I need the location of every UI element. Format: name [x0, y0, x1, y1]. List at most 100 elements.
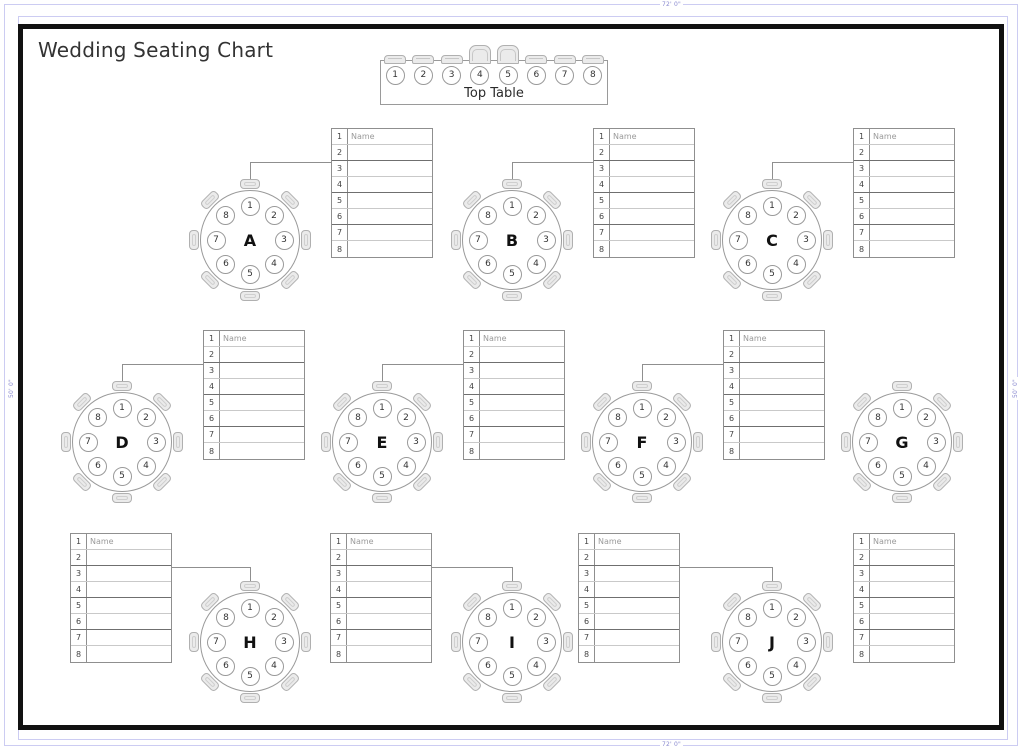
- name-list-guest-field[interactable]: Name: [90, 537, 114, 546]
- name-list-guest-field[interactable]: [595, 566, 679, 581]
- name-list-guest-field[interactable]: [610, 193, 694, 208]
- name-list-guest-field[interactable]: [870, 630, 954, 645]
- name-list-guest-field[interactable]: [870, 177, 954, 192]
- name-list-guest-field[interactable]: [480, 443, 564, 459]
- name-list-guest-field[interactable]: [480, 395, 564, 410]
- name-list-guest-field[interactable]: [870, 161, 954, 176]
- table-g-seat-7[interactable]: 7: [858, 432, 878, 452]
- name-list-guest-field[interactable]: [87, 630, 171, 645]
- name-list-guest-field[interactable]: [348, 145, 432, 160]
- table-h-seat-3[interactable]: 3: [274, 632, 294, 652]
- table-g-seat-3[interactable]: 3: [926, 432, 946, 452]
- name-list-guest-field[interactable]: [870, 598, 954, 613]
- table-c-seat-3[interactable]: 3: [796, 230, 816, 250]
- name-list-guest-field[interactable]: [870, 193, 954, 208]
- table-c-seat-6[interactable]: 6: [738, 254, 758, 274]
- name-list-guest-field[interactable]: [740, 395, 824, 410]
- table-i-seat-3[interactable]: 3: [536, 632, 556, 652]
- name-list-guest-field[interactable]: [87, 550, 171, 565]
- table-h-seat-6[interactable]: 6: [216, 656, 236, 676]
- name-list-guest-field[interactable]: [870, 225, 954, 240]
- table-b-seat-8[interactable]: 8: [478, 206, 498, 226]
- table-j-seat-6[interactable]: 6: [738, 656, 758, 676]
- top-table-seat-2[interactable]: 2: [413, 65, 433, 85]
- table-a-seat-3[interactable]: 3: [274, 230, 294, 250]
- table-d-seat-7[interactable]: 7: [78, 432, 98, 452]
- name-list-guest-field[interactable]: [870, 209, 954, 224]
- name-list-guest-field[interactable]: [870, 646, 954, 662]
- table-a-seat-4[interactable]: 4: [264, 254, 284, 274]
- name-list-guest-field[interactable]: [595, 646, 679, 662]
- table-f-seat-7[interactable]: 7: [598, 432, 618, 452]
- name-list-guest-field[interactable]: [347, 630, 431, 645]
- name-list-guest-field[interactable]: [87, 582, 171, 597]
- name-list-guest-field[interactable]: [87, 598, 171, 613]
- name-list-guest-field[interactable]: [220, 427, 304, 442]
- table-g-seat-8[interactable]: 8: [868, 408, 888, 428]
- table-g-seat-4[interactable]: 4: [916, 456, 936, 476]
- name-list-guest-field[interactable]: [870, 614, 954, 629]
- name-list-guest-field[interactable]: [348, 161, 432, 176]
- table-j-seat-8[interactable]: 8: [738, 608, 758, 628]
- name-list-guest-field[interactable]: [87, 646, 171, 662]
- table-d-seat-8[interactable]: 8: [88, 408, 108, 428]
- table-d-seat-6[interactable]: 6: [88, 456, 108, 476]
- table-d-seat-5[interactable]: 5: [112, 466, 132, 486]
- name-list-guest-field[interactable]: Name: [483, 334, 507, 343]
- table-b-seat-2[interactable]: 2: [526, 206, 546, 226]
- table-g-seat-2[interactable]: 2: [916, 408, 936, 428]
- table-h-seat-8[interactable]: 8: [216, 608, 236, 628]
- table-c-seat-8[interactable]: 8: [738, 206, 758, 226]
- name-list-guest-field[interactable]: [87, 566, 171, 581]
- table-e-seat-1[interactable]: 1: [372, 398, 392, 418]
- table-c-seat-5[interactable]: 5: [762, 264, 782, 284]
- table-g-seat-6[interactable]: 6: [868, 456, 888, 476]
- name-list-guest-field[interactable]: [220, 411, 304, 426]
- table-f-seat-5[interactable]: 5: [632, 466, 652, 486]
- name-list-guest-field[interactable]: [347, 598, 431, 613]
- table-j-seat-1[interactable]: 1: [762, 598, 782, 618]
- table-b-seat-7[interactable]: 7: [468, 230, 488, 250]
- name-list-guest-field[interactable]: [610, 145, 694, 160]
- name-list-guest-field[interactable]: [740, 443, 824, 459]
- table-j-seat-2[interactable]: 2: [786, 608, 806, 628]
- name-list-guest-field[interactable]: [480, 363, 564, 378]
- name-list-guest-field[interactable]: [220, 395, 304, 410]
- table-a-seat-7[interactable]: 7: [206, 230, 226, 250]
- table-i-seat-6[interactable]: 6: [478, 656, 498, 676]
- table-h-seat-5[interactable]: 5: [240, 666, 260, 686]
- table-f-seat-8[interactable]: 8: [608, 408, 628, 428]
- table-a-seat-8[interactable]: 8: [216, 206, 236, 226]
- name-list-guest-field[interactable]: [348, 225, 432, 240]
- top-table-seat-6[interactable]: 6: [526, 65, 546, 85]
- table-d-seat-4[interactable]: 4: [136, 456, 156, 476]
- name-list-guest-field[interactable]: [348, 177, 432, 192]
- table-i-seat-1[interactable]: 1: [502, 598, 522, 618]
- table-i-seat-2[interactable]: 2: [526, 608, 546, 628]
- name-list-guest-field[interactable]: [595, 598, 679, 613]
- name-list-guest-field[interactable]: [480, 347, 564, 362]
- table-e-seat-3[interactable]: 3: [406, 432, 426, 452]
- top-table-seat-1[interactable]: 1: [385, 65, 405, 85]
- table-e-seat-8[interactable]: 8: [348, 408, 368, 428]
- top-table-seat-3[interactable]: 3: [442, 65, 462, 85]
- table-i-seat-4[interactable]: 4: [526, 656, 546, 676]
- table-b-seat-4[interactable]: 4: [526, 254, 546, 274]
- name-list-guest-field[interactable]: [220, 443, 304, 459]
- name-list-guest-field[interactable]: Name: [613, 132, 637, 141]
- table-a-seat-6[interactable]: 6: [216, 254, 236, 274]
- table-d-seat-2[interactable]: 2: [136, 408, 156, 428]
- table-h-seat-1[interactable]: 1: [240, 598, 260, 618]
- name-list-guest-field[interactable]: [740, 379, 824, 394]
- name-list-guest-field[interactable]: [870, 582, 954, 597]
- table-e-seat-5[interactable]: 5: [372, 466, 392, 486]
